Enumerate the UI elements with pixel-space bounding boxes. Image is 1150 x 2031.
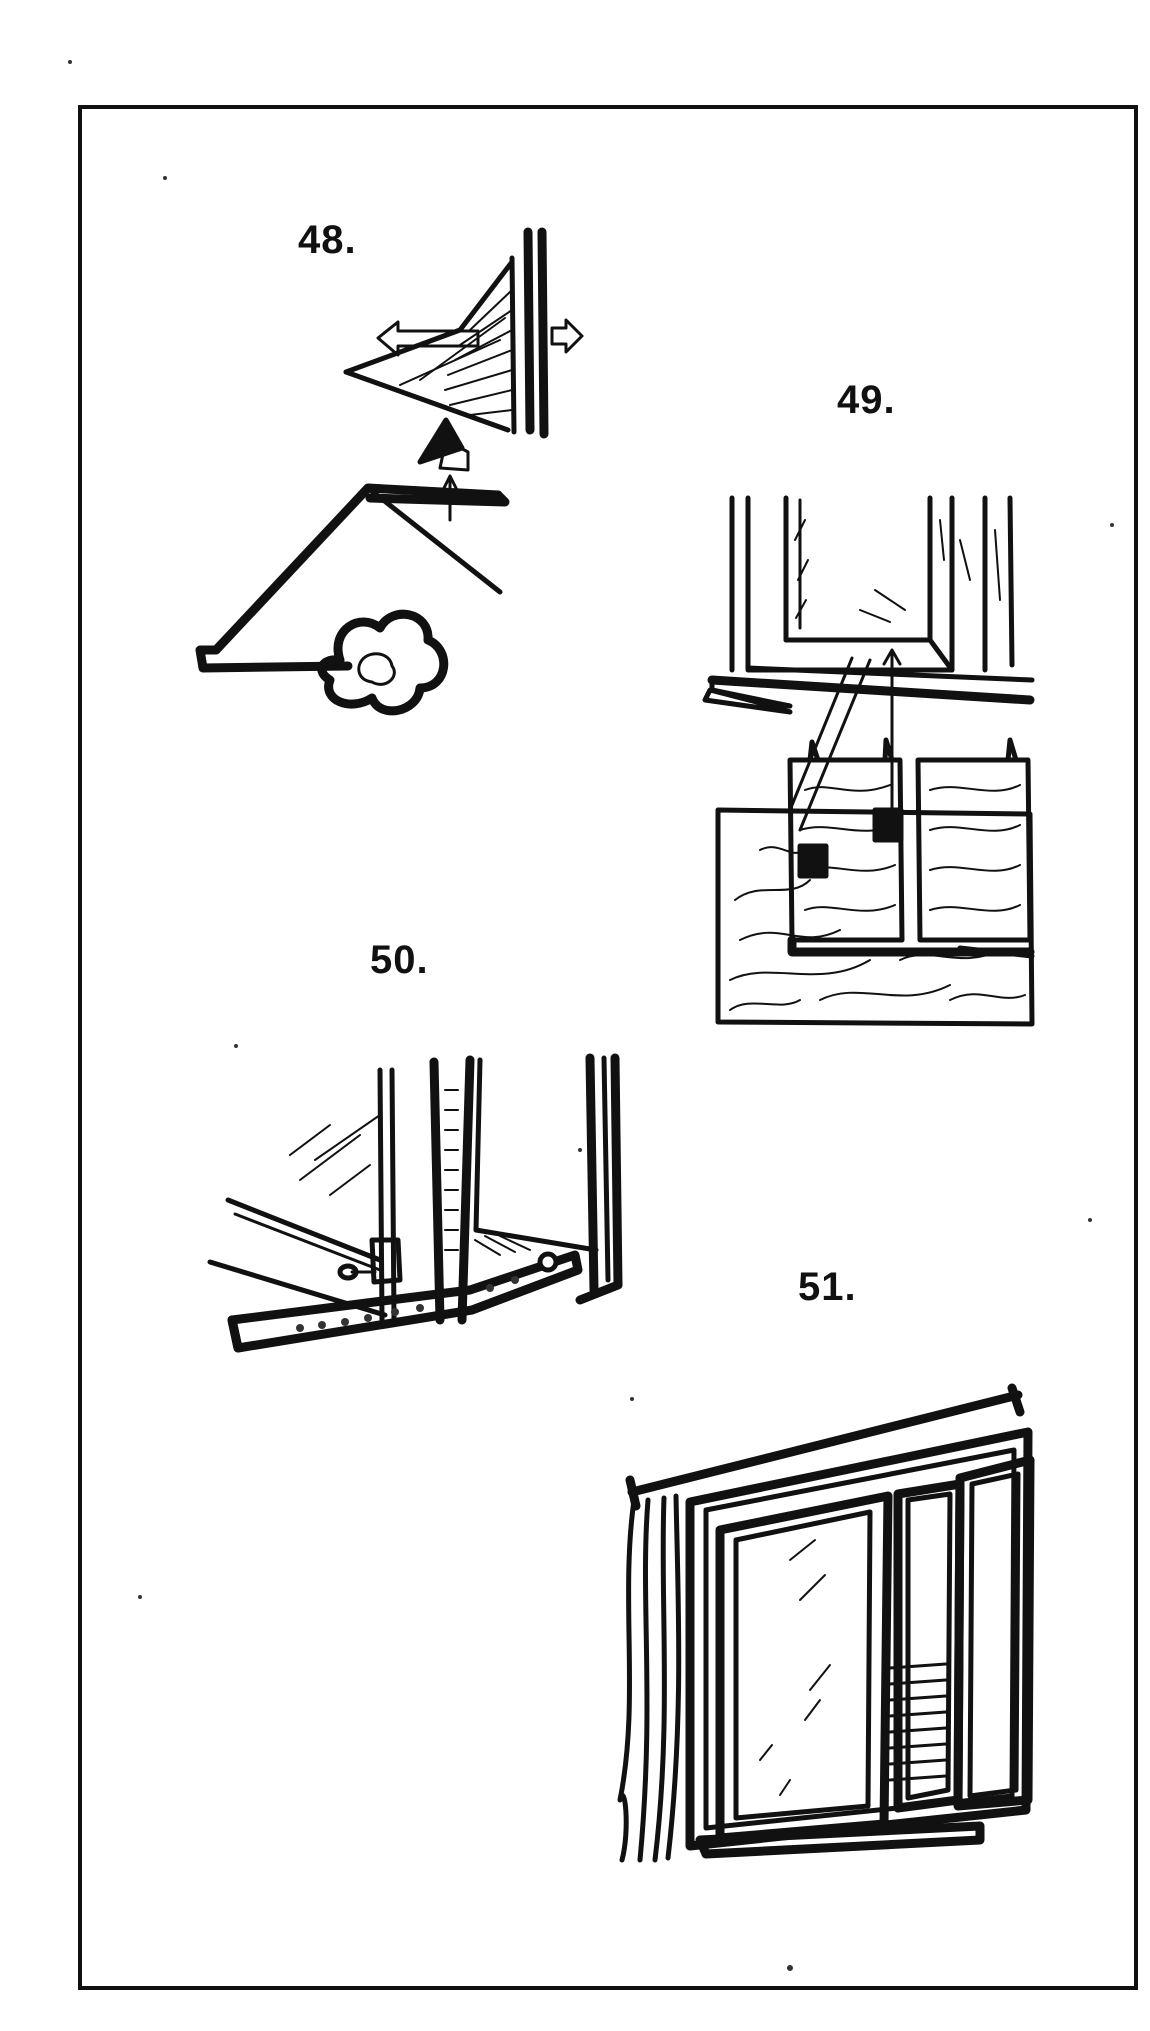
- figure-49-label: 49.: [837, 378, 896, 422]
- figure-50-drawing: [207, 1053, 623, 1353]
- figure-48-drawing: [195, 227, 584, 716]
- figure-50-label: 50.: [370, 938, 429, 982]
- figure-48-label: 48.: [298, 218, 357, 262]
- illustration-frame: [78, 105, 1138, 1990]
- paper-specks: [68, 60, 1114, 1971]
- figure-49-drawing: [702, 495, 1035, 1027]
- figure-51-drawing: [617, 1383, 1035, 1863]
- figure-51-label: 51.: [798, 1265, 857, 1309]
